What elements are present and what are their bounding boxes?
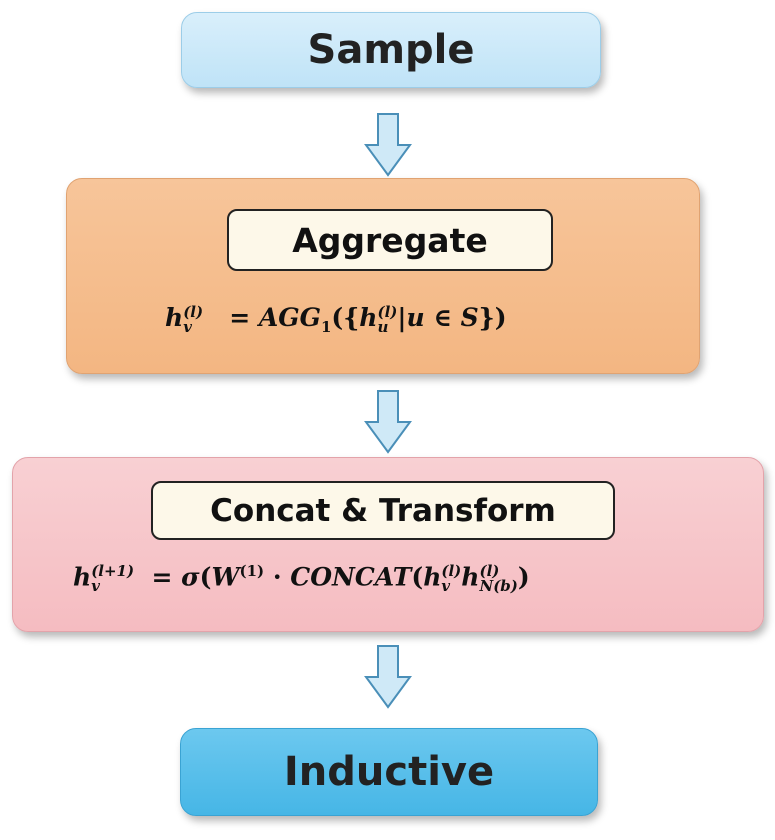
aggregate-title: Aggregate xyxy=(227,209,553,271)
down-arrow-icon xyxy=(364,113,412,177)
down-arrow-icon xyxy=(364,390,412,454)
aggregate-box: Aggregate h(l)v = AGG1({h(l)u|u ∈ S}) xyxy=(66,178,700,374)
aggregate-formula: h(l)v = AGG1({h(l)u|u ∈ S}) xyxy=(165,302,507,336)
concat-transform-box: Concat & Transform h(l+1)v = σ(W(1) · CO… xyxy=(12,457,764,632)
inductive-label: Inductive xyxy=(283,749,495,795)
inductive-box: Inductive xyxy=(180,728,598,816)
sample-box: Sample xyxy=(181,12,601,88)
sample-label: Sample xyxy=(307,27,475,73)
down-arrow-icon xyxy=(364,645,412,709)
concat-transform-title: Concat & Transform xyxy=(151,481,615,540)
